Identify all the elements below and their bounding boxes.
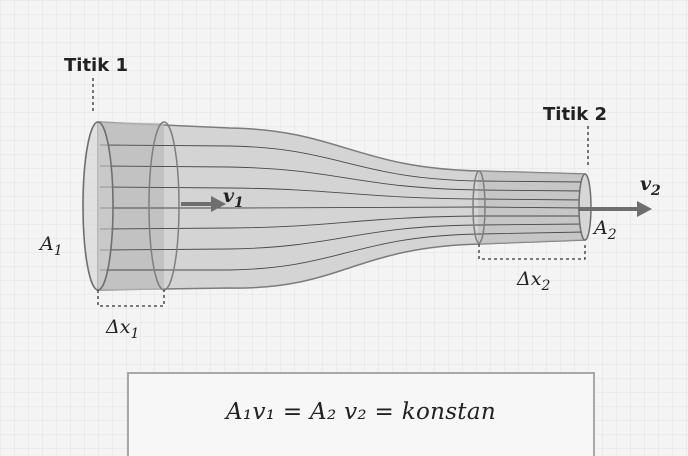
pipe-flow-diagram: Titik 1 Titik 2 A1 A2 v1 v2 Δx1 Δx2 [38, 55, 661, 342]
area2-base: A [592, 217, 608, 239]
velocity1-label: v1 [223, 185, 244, 211]
velocity-arrow-2 [578, 201, 652, 217]
velocity2-base: v [640, 173, 652, 195]
dx1-base: Δx [105, 316, 131, 338]
velocity1-sub: 1 [234, 195, 244, 211]
cross-section-2a [472, 170, 486, 244]
dx1-sub: 1 [130, 326, 139, 342]
dx2-sub: 2 [540, 278, 550, 294]
area1-label: A1 [38, 233, 63, 259]
point1-label: Titik 1 [64, 55, 128, 76]
dx2-base: Δx [516, 268, 542, 290]
formula-box: A₁v₁ = A₂ v₂ = konstan [127, 372, 595, 456]
area2-label: A2 [592, 217, 617, 243]
dashed-markers [92, 78, 589, 307]
continuity-formula: A₁v₁ = A₂ v₂ = konstan [226, 399, 496, 425]
velocity2-sub: 2 [650, 183, 661, 199]
velocity2-label: v2 [640, 173, 661, 199]
volume-segment-1 [98, 122, 164, 290]
cross-section-a1 [82, 121, 114, 291]
dx1-label: Δx1 [105, 316, 139, 342]
velocity1-base: v [223, 185, 235, 207]
velocity-arrow-1 [181, 196, 226, 212]
area1-sub: 1 [54, 243, 63, 259]
point2-label: Titik 2 [543, 104, 607, 125]
area2-sub: 2 [607, 227, 617, 243]
streamlines [99, 144, 585, 271]
area1-base: A [38, 233, 54, 255]
dx2-label: Δx2 [516, 268, 550, 294]
